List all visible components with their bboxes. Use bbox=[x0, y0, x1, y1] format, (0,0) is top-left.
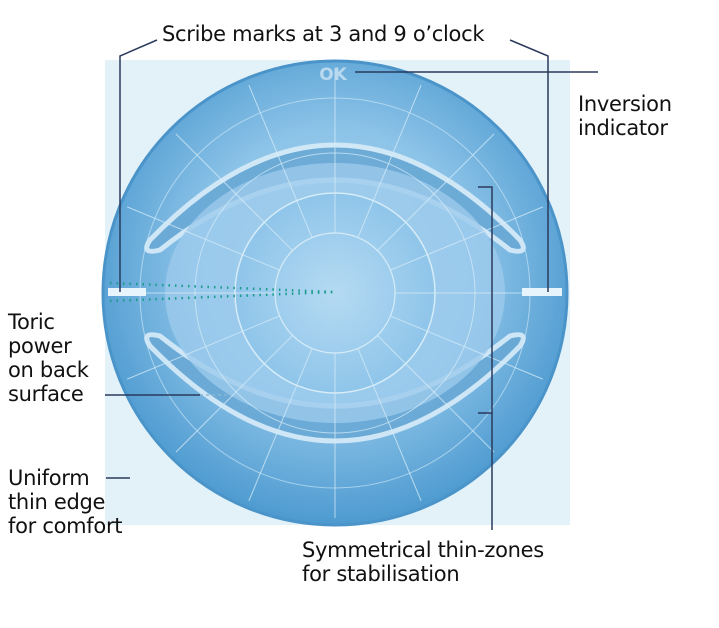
grid-spoke bbox=[175, 335, 293, 453]
grid-spoke bbox=[126, 315, 280, 380]
scribe-mark-3 bbox=[522, 288, 562, 296]
label-line: Symmetrical thin-zones bbox=[302, 538, 544, 562]
scribe-mark-9 bbox=[108, 288, 146, 296]
grid-spoke bbox=[248, 84, 313, 238]
label-line: thin edge bbox=[8, 490, 106, 514]
label-line: power bbox=[8, 334, 72, 358]
grid-spoke bbox=[377, 335, 495, 453]
label-line: for stabilisation bbox=[302, 562, 460, 586]
grid-spoke bbox=[390, 315, 544, 380]
grid-spoke bbox=[126, 206, 280, 271]
thin-zones-label: Symmetrical thin-zones for stabilisation bbox=[302, 538, 544, 586]
leader-lines bbox=[105, 39, 598, 530]
label-line: surface bbox=[8, 382, 84, 406]
label-line: Toric bbox=[8, 310, 55, 334]
ok-inversion-mark: OK bbox=[319, 65, 347, 85]
label-line: on back bbox=[8, 358, 89, 382]
scribe-marks-label: Scribe marks at 3 and 9 o’clock bbox=[162, 22, 485, 46]
grid-spoke bbox=[390, 206, 544, 271]
toric-power-label: Toric power on back surface bbox=[8, 310, 89, 406]
uniform-edge-label: Uniform thin edge for comfort bbox=[8, 466, 123, 538]
upper-thin-zone bbox=[144, 142, 526, 254]
label-line: Inversion bbox=[578, 92, 672, 116]
grid-spoke bbox=[377, 133, 495, 251]
label-line: for comfort bbox=[8, 514, 123, 538]
grid-spoke bbox=[357, 348, 422, 502]
grid-spoke bbox=[357, 84, 422, 238]
lower-thin-zone bbox=[144, 332, 526, 444]
grid-spoke bbox=[248, 348, 313, 502]
inversion-indicator-label: Inversion indicator bbox=[578, 92, 672, 140]
label-line: Uniform bbox=[8, 466, 90, 490]
label-line: indicator bbox=[578, 116, 668, 140]
grid-spoke bbox=[175, 133, 293, 251]
